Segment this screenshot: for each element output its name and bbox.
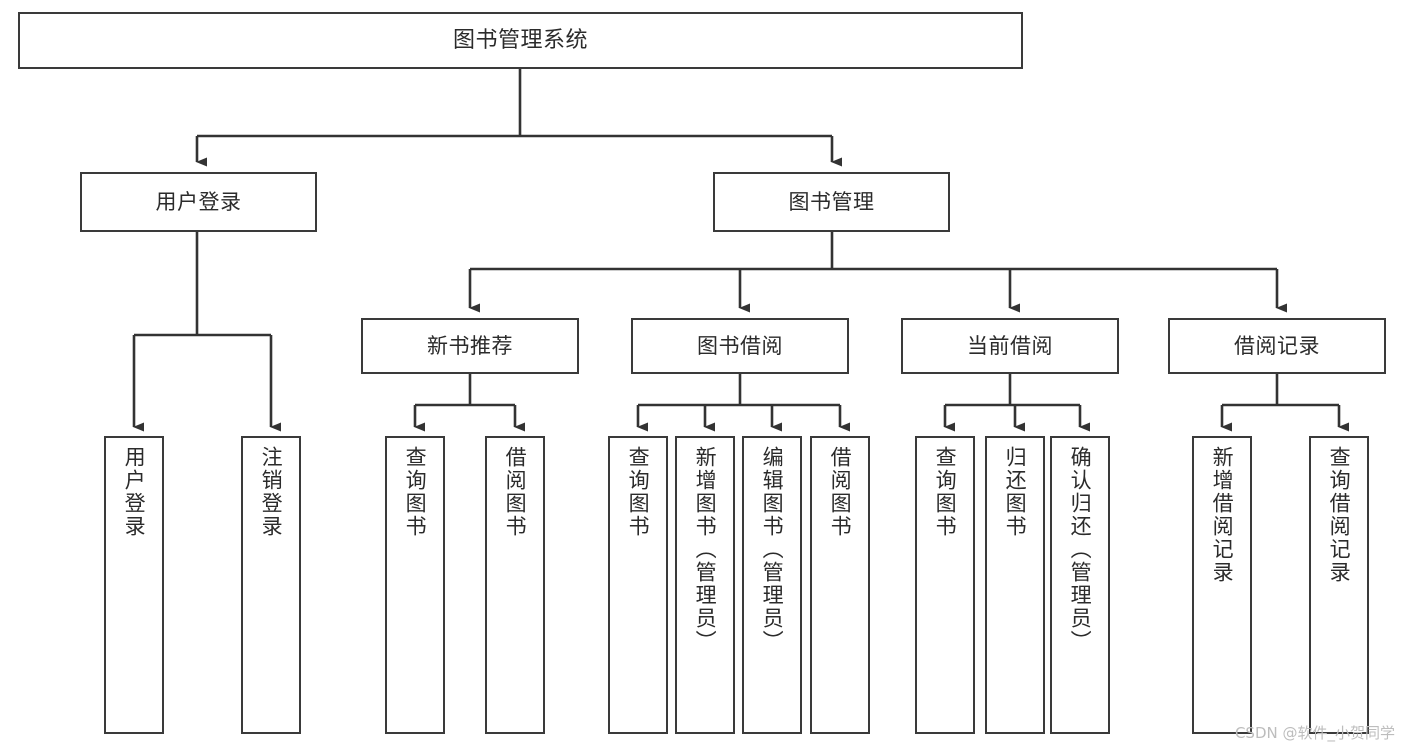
leaf-user-login[interactable]: 用户登录 — [104, 436, 164, 734]
node-label: 图书管理系统 — [452, 27, 588, 53]
node-label: 图书借阅 — [697, 333, 783, 358]
leaf-borrow-edit-book-admin[interactable]: 编辑图书（管理员） — [742, 436, 802, 734]
node-label: 借阅图书 — [503, 446, 528, 538]
leaf-newbook-borrow-book[interactable]: 借阅图书 — [485, 436, 545, 734]
node-label: 确认归还（管理员） — [1068, 446, 1093, 653]
leaf-newbook-query-book[interactable]: 查询图书 — [385, 436, 445, 734]
node-new-book-recommend[interactable]: 新书推荐 — [361, 318, 579, 374]
leaf-record-query-record[interactable]: 查询借阅记录 — [1309, 436, 1369, 734]
leaf-borrow-borrow-book[interactable]: 借阅图书 — [810, 436, 870, 734]
leaf-logout[interactable]: 注销登录 — [241, 436, 301, 734]
node-book-borrow[interactable]: 图书借阅 — [631, 318, 849, 374]
node-label: 注销登录 — [259, 446, 284, 538]
node-book-management[interactable]: 图书管理 — [713, 172, 950, 232]
node-label: 查询借阅记录 — [1327, 446, 1352, 584]
leaf-current-return-book[interactable]: 归还图书 — [985, 436, 1045, 734]
node-label: 用户登录 — [155, 189, 242, 214]
node-root-system[interactable]: 图书管理系统 — [18, 12, 1023, 69]
node-label: 当前借阅 — [967, 333, 1053, 358]
node-label: 新增图书（管理员） — [693, 446, 718, 653]
node-label: 新增借阅记录 — [1210, 446, 1235, 584]
node-label: 借阅图书 — [828, 446, 853, 538]
node-current-borrow[interactable]: 当前借阅 — [901, 318, 1119, 374]
csdn-watermark: CSDN @软件_小贺同学 — [1234, 724, 1395, 742]
leaf-current-confirm-return-admin[interactable]: 确认归还（管理员） — [1050, 436, 1110, 734]
node-label: 用户登录 — [122, 446, 147, 538]
node-label: 查询图书 — [933, 446, 958, 538]
node-borrow-record[interactable]: 借阅记录 — [1168, 318, 1386, 374]
node-label: 编辑图书（管理员） — [760, 446, 785, 653]
node-label: 借阅记录 — [1234, 333, 1320, 358]
node-label: 图书管理 — [788, 189, 875, 214]
node-label: 新书推荐 — [427, 333, 513, 358]
node-label: 查询图书 — [403, 446, 428, 538]
leaf-borrow-query-book[interactable]: 查询图书 — [608, 436, 668, 734]
node-label: 查询图书 — [626, 446, 651, 538]
leaf-record-add-record[interactable]: 新增借阅记录 — [1192, 436, 1252, 734]
node-label: 归还图书 — [1003, 446, 1028, 538]
leaf-borrow-add-book-admin[interactable]: 新增图书（管理员） — [675, 436, 735, 734]
node-user-login[interactable]: 用户登录 — [80, 172, 317, 232]
leaf-current-query-book[interactable]: 查询图书 — [915, 436, 975, 734]
